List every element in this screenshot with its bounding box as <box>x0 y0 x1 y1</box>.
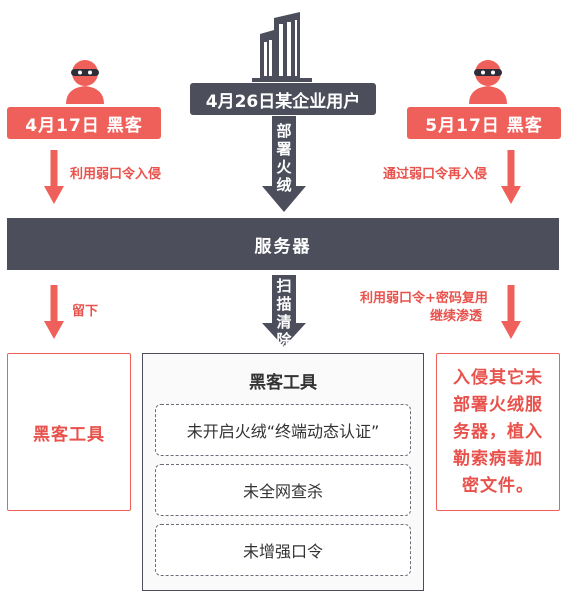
right-result-box: 入侵其它未部署火绒服务器，植入勒索病毒加密文件。 <box>436 353 560 511</box>
hacker-icon <box>66 60 104 104</box>
arrow-down-icon <box>262 275 306 347</box>
left-tool-text: 黑客工具 <box>33 424 105 445</box>
reuse-note-line1: 利用弱口令+密码复用 <box>360 291 488 306</box>
building-icon <box>252 12 312 82</box>
left-tool-box: 黑客工具 <box>7 353 131 511</box>
scan-text: 扫描清除 <box>276 277 292 349</box>
leave-note: 留下 <box>72 304 99 319</box>
arrow-down-icon <box>501 285 521 339</box>
right-intrusion-note: 通过弱口令再入侵 <box>383 167 488 182</box>
right-result-text: 入侵其它未部署火绒服务器，植入勒索病毒加密文件。 <box>453 367 543 496</box>
reason-item: 未全网查杀 <box>155 464 411 516</box>
left-intrusion-note: 利用弱口令入侵 <box>70 167 162 182</box>
server-bar: 服务器 <box>7 218 559 270</box>
reason-item: 未开启火绒“终端动态认证” <box>155 404 411 456</box>
hacker-icon <box>469 60 507 104</box>
enterprise-label: 4月26日某企业用户 <box>190 83 376 115</box>
arrow-down-icon <box>501 150 521 204</box>
center-tool-box: 黑客工具 未开启火绒“终端动态认证” 未全网查杀 未增强口令 <box>142 353 424 591</box>
reason-item: 未增强口令 <box>155 524 411 576</box>
right-hacker-label: 5月17日 黑客 <box>407 107 561 139</box>
arrow-down-icon <box>44 150 64 204</box>
center-box-title: 黑客工具 <box>249 373 317 393</box>
deploy-text: 部署火绒 <box>276 122 292 194</box>
left-hacker-label: 4月17日 黑客 <box>7 107 161 139</box>
reuse-note-line2: 继续渗透 <box>430 309 483 324</box>
arrow-down-icon <box>262 116 306 212</box>
arrow-down-icon <box>44 285 64 339</box>
